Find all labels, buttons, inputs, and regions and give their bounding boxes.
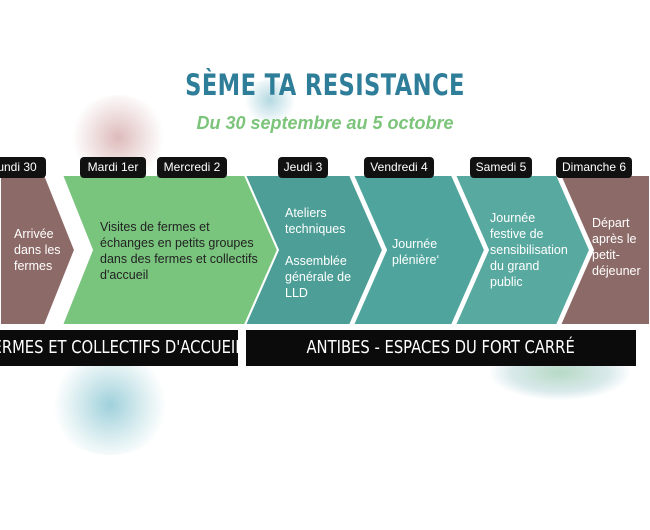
day-label-tuesday: Mardi 1er (80, 157, 146, 178)
stage-arrow-departure (558, 174, 650, 326)
day-label-monday: undi 30 (0, 157, 46, 178)
location-bar-antibes: ANTIBES - ESPACES DU FORT CARRÉ (246, 330, 636, 366)
date-range-subtitle: Du 30 septembre au 5 octobre (196, 113, 454, 133)
stage-arrow-plenary (351, 174, 487, 326)
stage-text-festive-day: Journée festive de sensibilisation du gr… (490, 211, 568, 289)
day-label-sunday: Dimanche 6 (556, 157, 632, 178)
day-label-thursday: Jeudi 3 (278, 157, 328, 178)
location-label-farms: FERMES ET COLLECTIFS D'ACCUEIL (0, 337, 238, 358)
location-bar-farms: FERMES ET COLLECTIFS D'ACCUEIL (0, 330, 238, 366)
page-title: SÈME TA RESISTANCE (185, 68, 465, 102)
stage-arrow-workshops (243, 174, 385, 326)
stage-text-departure: Départ après le petit- déjeuner (592, 216, 641, 278)
day-label-wednesday: Mercredi 2 (157, 157, 227, 178)
location-label-antibes: ANTIBES - ESPACES DU FORT CARRÉ (306, 337, 576, 358)
day-label-saturday: Samedi 5 (470, 157, 532, 178)
stage-text-farm-visits: Visites de fermes et échanges en petits … (100, 220, 258, 282)
stage-text-arrival: Arrivée dans les fermes (14, 227, 61, 273)
day-label-friday: Vendredi 4 (364, 157, 434, 178)
stage-text-plenary: Journée plénière‘ (392, 237, 440, 267)
stage-text-workshops: Ateliers techniques Assemblée générale d… (285, 206, 352, 300)
